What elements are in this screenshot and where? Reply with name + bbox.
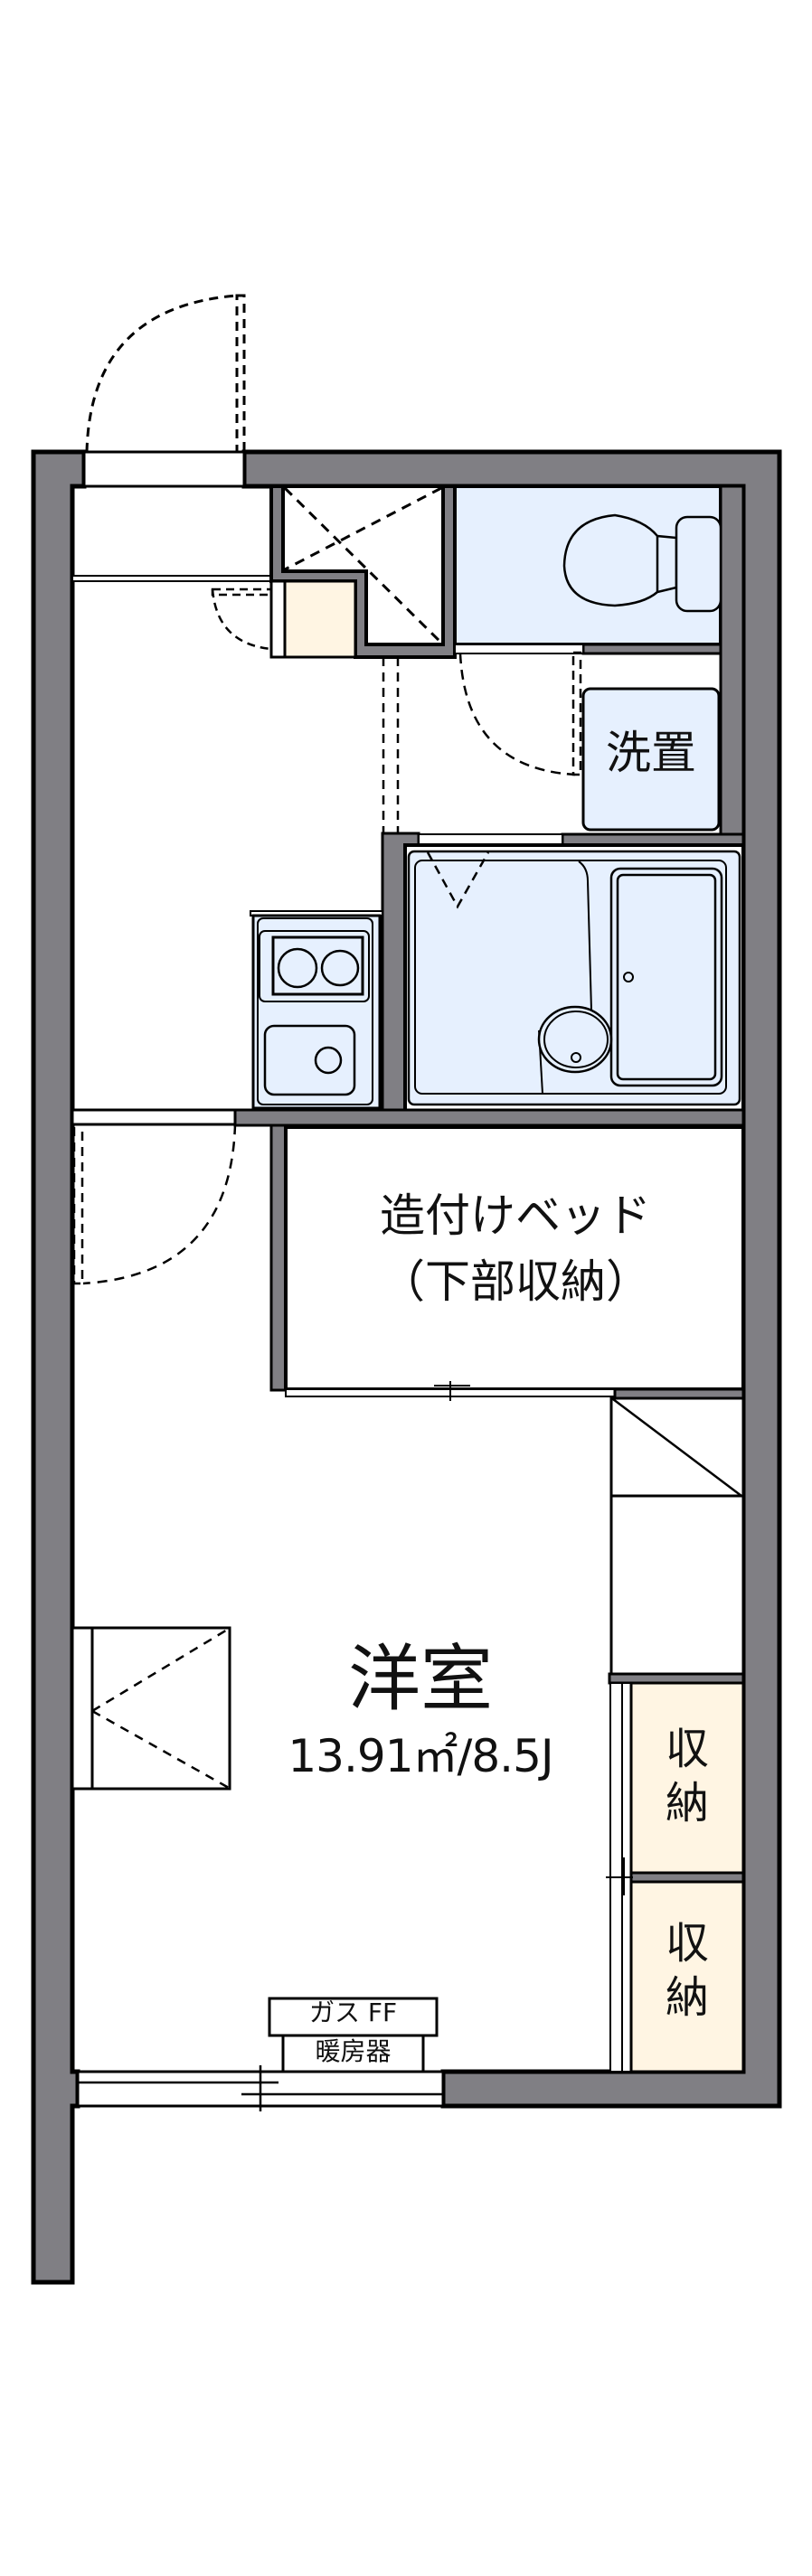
storage-closets: [606, 1681, 745, 2073]
room-door: [72, 1123, 237, 1285]
storage-2-text: 収納: [665, 1918, 709, 2023]
gas-heater: [268, 1997, 439, 2073]
storage-1-label: 収納: [631, 1722, 743, 1830]
heater-label: ガス FF: [308, 1998, 398, 2027]
bed-label: 造付けベッド: [380, 1189, 651, 1242]
stove-burner-icon: [320, 949, 360, 987]
toilet-room: [453, 484, 745, 838]
entrance-step: [71, 575, 272, 582]
loft-step: [608, 1387, 745, 1685]
balcony-window[interactable]: [76, 2065, 445, 2111]
bed-sublabel: （下部収納）: [380, 1255, 651, 1308]
room-area: 13.91㎡/8.5J: [288, 1730, 553, 1782]
built-in-bed: [269, 1123, 745, 1401]
ladder-hatch: [71, 1626, 231, 1791]
washer-label: 洗置: [606, 727, 696, 779]
corridor-dashed-lines: [382, 657, 400, 833]
heater-sublabel: 暖房器: [315, 2036, 392, 2066]
washroom-door: [458, 651, 582, 776]
sink-icon: [263, 1024, 356, 1096]
partition-wall: [233, 1108, 745, 1127]
storage-1-text: 収納: [665, 1724, 709, 1829]
room-name: 洋室: [348, 1637, 493, 1721]
bath-room: [381, 832, 745, 1114]
kitchen-unit: [250, 910, 383, 1110]
shoe-box: [211, 579, 357, 659]
stove-burner-icon: [277, 947, 318, 989]
room-door-frame: [71, 1108, 237, 1126]
storage-2-label: 収納: [631, 1916, 743, 2025]
entrance-door: [82, 294, 246, 488]
toilet-icon: [562, 513, 722, 613]
washer-space: [581, 687, 721, 832]
